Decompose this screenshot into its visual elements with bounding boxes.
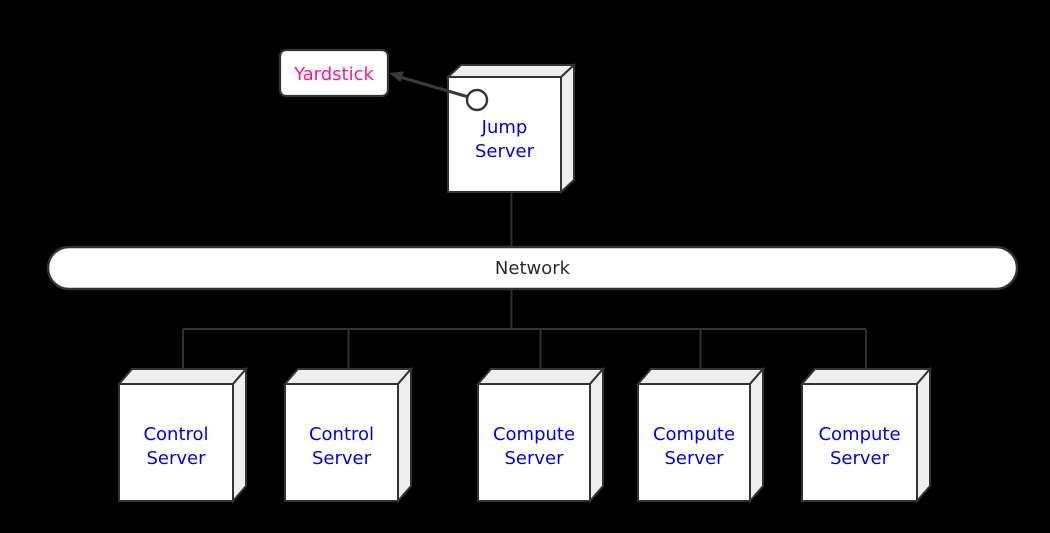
compute-server-1-label-line2: Server (504, 448, 564, 469)
compute-server-2-top-face (635, 368, 766, 385)
compute-server-3-top-face (799, 368, 933, 385)
yardstick-node: Yardstick (278, 48, 390, 98)
network-pill (46, 245, 1019, 291)
edge-line (399, 75, 473, 100)
compute-server-2-right-face (749, 366, 764, 504)
control-server-2-front-face (284, 383, 399, 502)
jump-server-top-face (445, 64, 577, 78)
control-server-1-label-line1: Control (143, 424, 208, 445)
compute-server-1-top-face (475, 368, 606, 385)
yardstick-label: Yardstick (293, 64, 374, 85)
jump-server-front-face (447, 76, 562, 193)
control-server-2-label-line2: Server (312, 448, 372, 469)
compute-server-1-front-face (477, 383, 591, 502)
compute-server-3-label-line1: Compute (818, 424, 900, 445)
control-server-2-node: Control Server (282, 366, 414, 504)
compute-server-1-right-face (589, 366, 604, 504)
compute-server-3-front-face (801, 383, 918, 502)
edge-jumpserver-yardstick (389, 71, 489, 112)
compute-server-2-node: Compute Server (635, 366, 766, 504)
control-server-1-label-line2: Server (146, 448, 206, 469)
jump-server-right-face (560, 62, 575, 195)
control-server-1-node: Control Server (116, 366, 249, 504)
control-server-1-right-face (232, 366, 247, 504)
network-node: Network (46, 245, 1019, 291)
jump-server-label-line1: Jump (481, 117, 528, 138)
compute-server-1-node: Compute Server (475, 366, 606, 504)
control-server-1-top-face (116, 368, 249, 385)
control-server-2-top-face (282, 368, 414, 385)
port-circle-icon (465, 88, 489, 112)
compute-server-2-label-line1: Compute (653, 424, 735, 445)
compute-server-3-node: Compute Server (799, 366, 933, 504)
compute-server-2-front-face (637, 383, 751, 502)
jump-server-node: Jump Server (445, 62, 577, 195)
control-server-2-right-face (397, 366, 412, 504)
compute-server-1-label-line1: Compute (493, 424, 575, 445)
yardstick-box (278, 48, 390, 98)
compute-server-2-label-line2: Server (664, 448, 724, 469)
jump-server-label-line2: Server (475, 141, 535, 162)
control-server-2-label-line1: Control (309, 424, 374, 445)
control-server-1-front-face (118, 383, 234, 502)
compute-server-3-right-face (916, 366, 931, 504)
network-label: Network (495, 258, 571, 279)
arrow-head-icon (389, 71, 404, 82)
connectors (182, 192, 867, 369)
compute-server-3-label-line2: Server (830, 448, 890, 469)
